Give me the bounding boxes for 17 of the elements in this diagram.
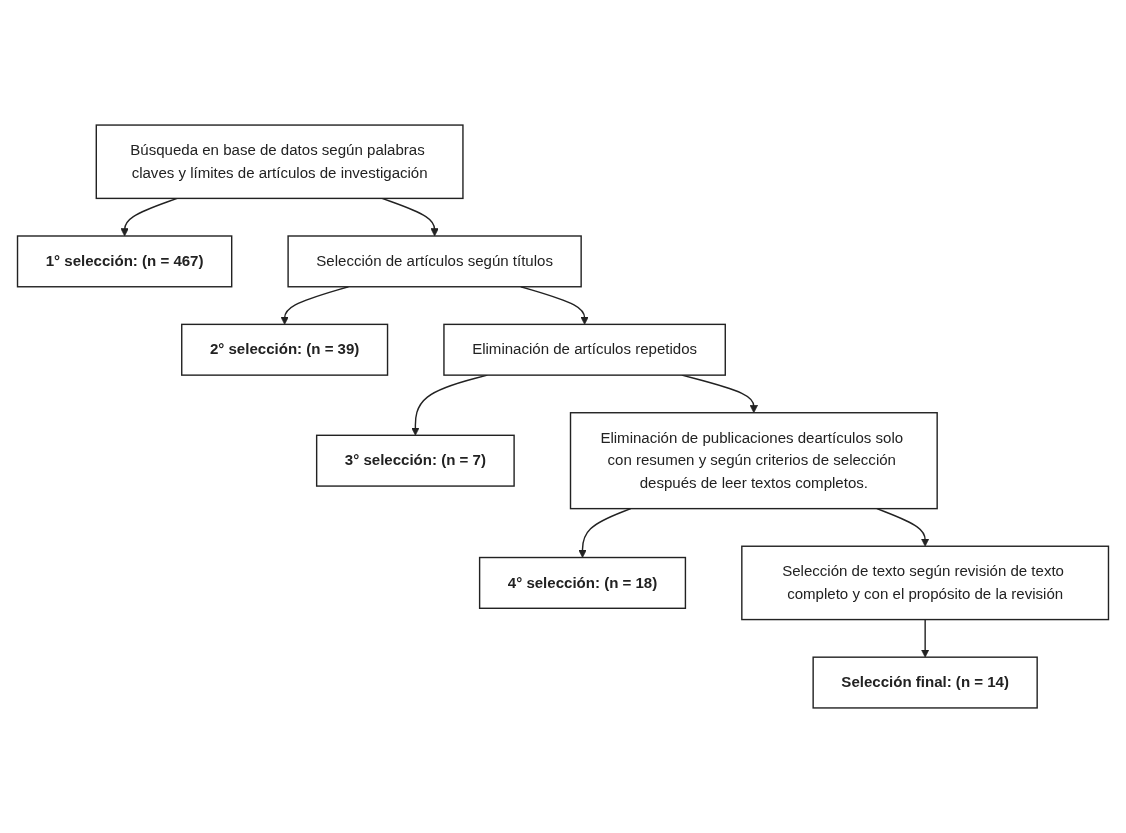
node-box: Selección de artículos según títulos bbox=[287, 235, 582, 288]
node-box: 3° selección: (n = 7) bbox=[315, 434, 515, 487]
node-box: Eliminación de publicaciones deartículos solo con resumen y según criterios de selección después de leer textos completos. bbox=[569, 412, 938, 510]
node-box: 1° selección: (n = 467) bbox=[16, 235, 233, 288]
node-box: 2° selección: (n = 39) bbox=[181, 323, 389, 376]
node-box: Selección final: (n = 14) bbox=[812, 656, 1038, 709]
arrow bbox=[120, 197, 178, 237]
node-box: Selección de texto según revisión de texto completo y con el propósito de la revisión bbox=[741, 545, 1110, 621]
arrow bbox=[280, 286, 350, 325]
node-box: 4° selección: (n = 18) bbox=[478, 556, 687, 609]
arrow bbox=[381, 197, 439, 237]
arrow bbox=[876, 507, 930, 547]
node-box: Eliminación de artículos repetidos bbox=[443, 323, 726, 376]
node-box: Búsqueda en base de datos según palabras claves y límites de artículos de investigación bbox=[95, 124, 464, 200]
arrow bbox=[520, 286, 589, 325]
arrow bbox=[921, 618, 930, 658]
arrow bbox=[578, 507, 632, 558]
